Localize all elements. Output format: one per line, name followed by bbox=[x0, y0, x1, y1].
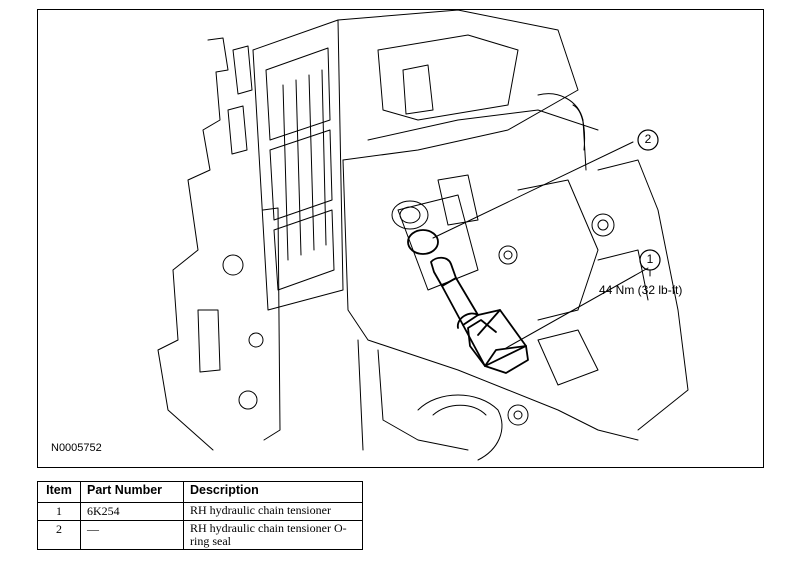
description-cell: RH hydraulic chain tensioner bbox=[183, 502, 363, 521]
part-number-cell: 6K254 bbox=[80, 502, 184, 521]
item-cell: 2 bbox=[37, 520, 81, 550]
header-part-number: Part Number bbox=[80, 481, 184, 503]
torque-spec-label: 44 Nm (32 lb-ft) bbox=[599, 283, 683, 297]
callout-number-2: 2 bbox=[644, 132, 652, 146]
table-row: 1 6K254 RH hydraulic chain tensioner bbox=[37, 502, 363, 521]
engine-block-sketch bbox=[157, 10, 689, 461]
o-ring-seal bbox=[407, 229, 439, 255]
figure-id-label: N0005752 bbox=[51, 442, 102, 454]
engine-diagram: 2 1 44 Nm (32 lb-ft) N0005752 bbox=[37, 9, 764, 468]
table-row: 2 — RH hydraulic chain tensioner O-ring … bbox=[37, 520, 363, 550]
header-item: Item bbox=[37, 481, 81, 503]
leader-line-1 bbox=[505, 267, 649, 349]
parts-table: Item Part Number Description 1 6K254 RH … bbox=[37, 481, 363, 550]
parts-table-header: Item Part Number Description bbox=[37, 481, 363, 503]
item-cell: 1 bbox=[37, 502, 81, 521]
hydraulic-chain-tensioner bbox=[430, 256, 529, 374]
callout-circle-2 bbox=[637, 129, 659, 151]
description-cell: RH hydraulic chain tensioner O-ring seal bbox=[183, 520, 363, 550]
callout-circle-1 bbox=[639, 249, 661, 271]
header-description: Description bbox=[183, 481, 363, 503]
leader-line-2 bbox=[432, 141, 634, 239]
engine-line-drawing bbox=[157, 10, 689, 461]
part-number-cell: — bbox=[80, 520, 184, 550]
callout-number-1: 1 bbox=[646, 252, 654, 266]
